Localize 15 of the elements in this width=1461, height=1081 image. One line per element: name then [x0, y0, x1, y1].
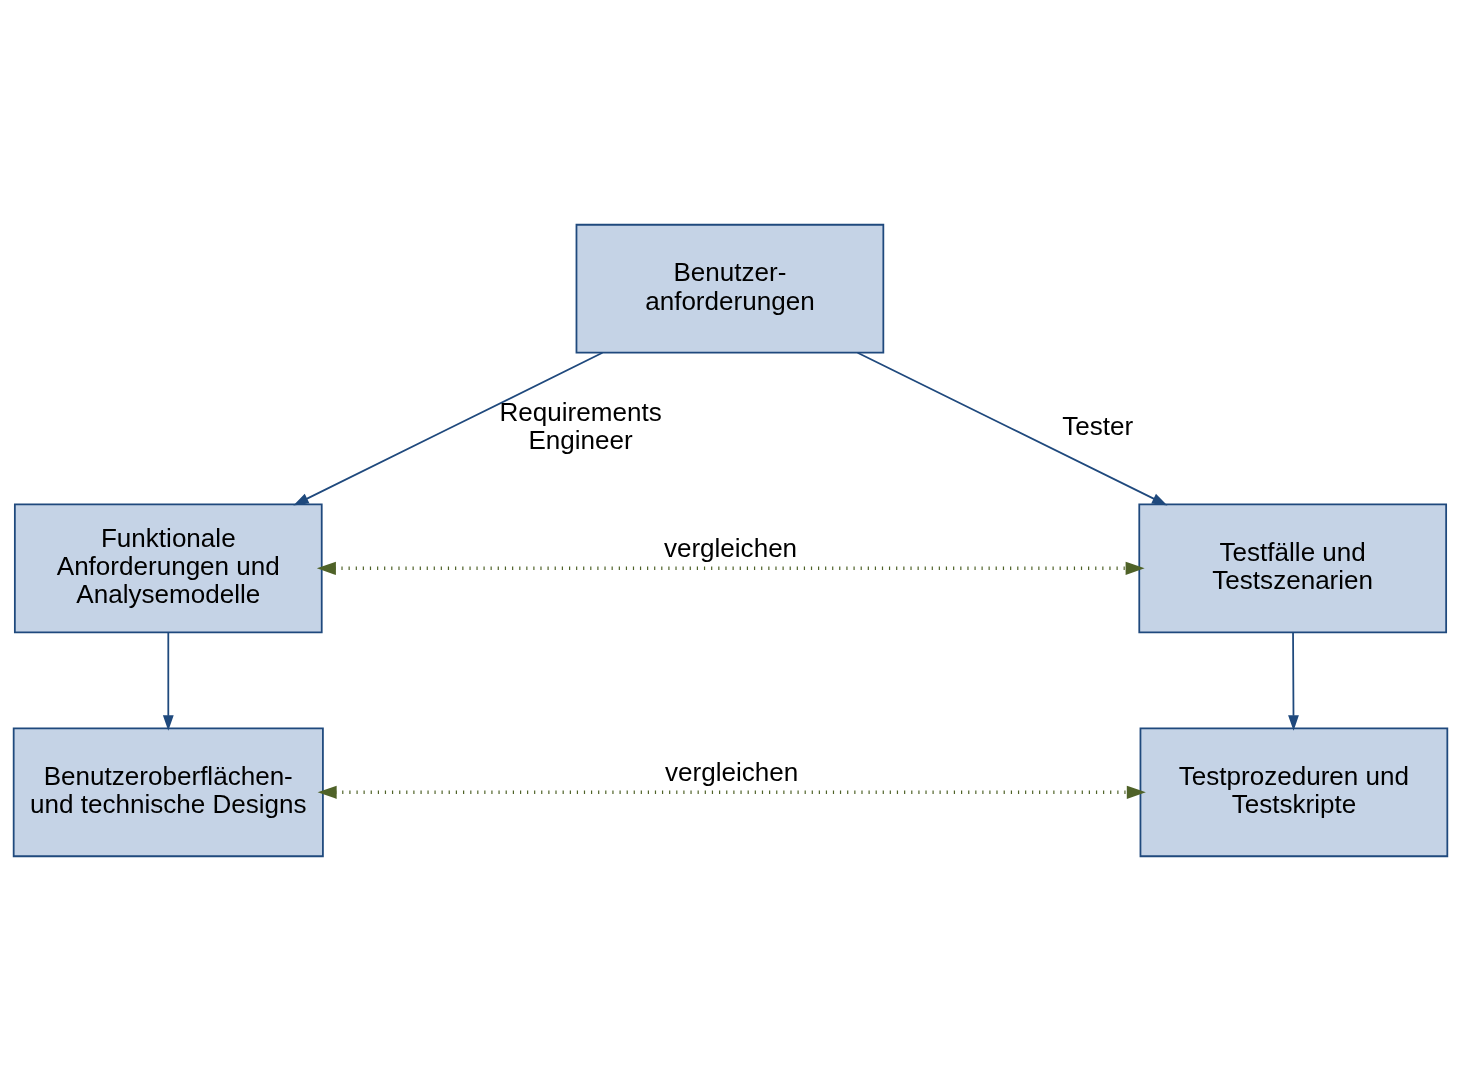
edge-label: vergleichen	[663, 533, 798, 564]
arrow	[1288, 631, 1299, 731]
node-box: Funktionale Anforderungen und Analysemodelle	[13, 503, 323, 634]
arrow	[316, 561, 1145, 575]
node-box: Testprozeduren und Testskripte	[1139, 727, 1449, 858]
node-box: Testfälle und Testszenarien	[1138, 503, 1448, 634]
node-box: Benutzeroberflächen- und technische Designs	[12, 727, 324, 858]
arrow	[162, 631, 174, 731]
edge-label: Requirements Engineer	[499, 396, 662, 456]
arrow	[293, 351, 604, 506]
edge-label: Tester	[1062, 411, 1134, 442]
node-box: Benutzer- anforderungen	[575, 223, 885, 354]
edge-label: vergleichen	[665, 757, 799, 788]
arrow	[856, 351, 1168, 506]
arrow	[317, 785, 1146, 799]
